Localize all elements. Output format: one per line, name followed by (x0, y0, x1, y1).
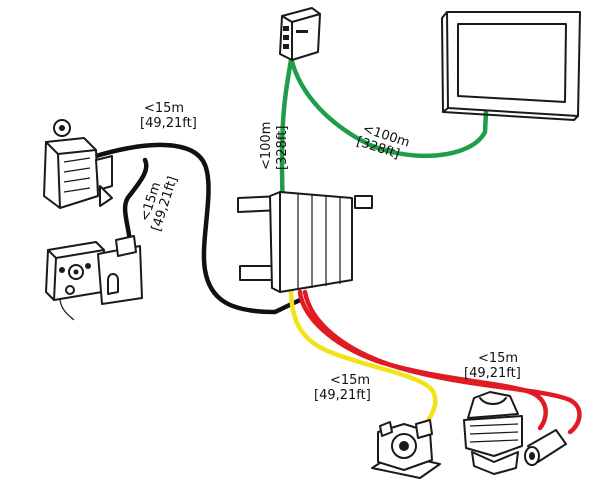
control-box (269, 191, 353, 293)
label-yellow: <15m [49,21ft] (314, 373, 371, 403)
label-black-top: <15m [49,21ft] (140, 101, 197, 131)
beacon-unit (463, 391, 523, 475)
label-yellow-ft: [49,21ft] (314, 388, 371, 403)
control-unit (45, 235, 143, 321)
label-red: <15m [49,21ft] (464, 351, 521, 381)
label-green-vertical-m: <100m (259, 122, 274, 170)
label-red-ft: [49,21ft] (464, 366, 521, 381)
label-black-top-m: <15m (144, 101, 184, 116)
pump-unit (371, 419, 441, 479)
network-switch (279, 7, 321, 61)
red-cable-2 (302, 289, 582, 435)
label-green-diagonal: <100m [328ft] (355, 122, 412, 163)
label-green-vertical: <100m [328ft] (259, 122, 290, 170)
green-cable-diagonal (288, 55, 489, 159)
black-cable-motor (93, 142, 303, 315)
black-cable-unit (122, 157, 149, 245)
label-green-vertical-ft: [328ft] (275, 126, 290, 170)
label-red-m: <15m (478, 351, 518, 366)
label-black-top-ft: [49,21ft] (140, 116, 197, 131)
yellow-cable (288, 289, 438, 429)
monitor (441, 11, 581, 121)
label-yellow-m: <15m (330, 373, 370, 388)
camera-sensor (524, 429, 567, 466)
motor-unit (43, 119, 113, 209)
